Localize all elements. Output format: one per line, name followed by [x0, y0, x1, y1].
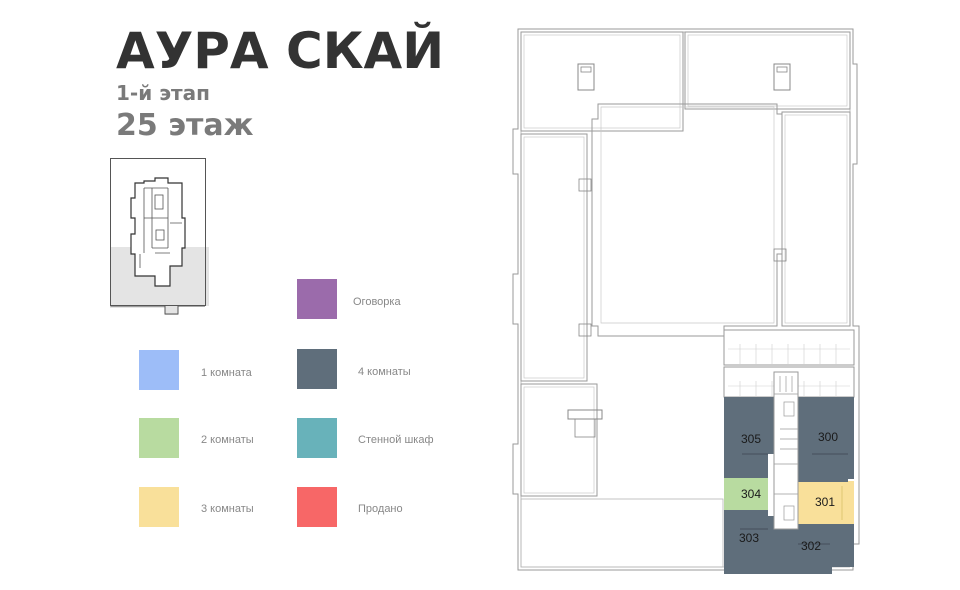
project-title: АУРА СКАЙ [116, 22, 445, 80]
legend-label-4-rooms: 4 комнаты [358, 366, 411, 378]
floor-plan: 305 300 304 301 303 302 [512, 28, 860, 574]
legend-label-reserved: Оговорка [353, 296, 401, 308]
legend-swatch-sold [297, 487, 337, 527]
floor-label: 25 этаж [116, 108, 254, 143]
apartment-label-301: 301 [815, 495, 835, 509]
legend-label-2-rooms: 2 комнаты [201, 434, 254, 446]
apartment-302[interactable] [774, 524, 854, 574]
apartment-label-302: 302 [801, 539, 821, 553]
apartment-301[interactable] [798, 481, 854, 524]
apartment-305[interactable] [724, 397, 774, 478]
stage-label: 1-й этап [116, 81, 210, 105]
legend-swatch-reserved [297, 279, 337, 319]
apartment-304[interactable] [724, 478, 768, 510]
legend-swatch-4-rooms [297, 349, 337, 389]
legend-label-sold: Продано [358, 503, 403, 515]
apartment-label-305: 305 [741, 432, 761, 446]
apartment-303[interactable] [724, 510, 774, 574]
apartment-label-303: 303 [739, 531, 759, 545]
legend-swatch-3-rooms [139, 487, 179, 527]
key-plan [110, 158, 209, 315]
legend-label-3-rooms: 3 комнаты [201, 503, 254, 515]
apartment-label-304: 304 [741, 487, 761, 501]
legend-swatch-closet [297, 418, 337, 458]
apartment-300[interactable] [798, 397, 854, 482]
legend-swatch-1-room [139, 350, 179, 390]
legend-label-1-room: 1 комната [201, 367, 252, 379]
legend-swatch-2-rooms [139, 418, 179, 458]
legend-label-closet: Стенной шкаф [358, 434, 434, 446]
apartment-label-300: 300 [818, 430, 838, 444]
